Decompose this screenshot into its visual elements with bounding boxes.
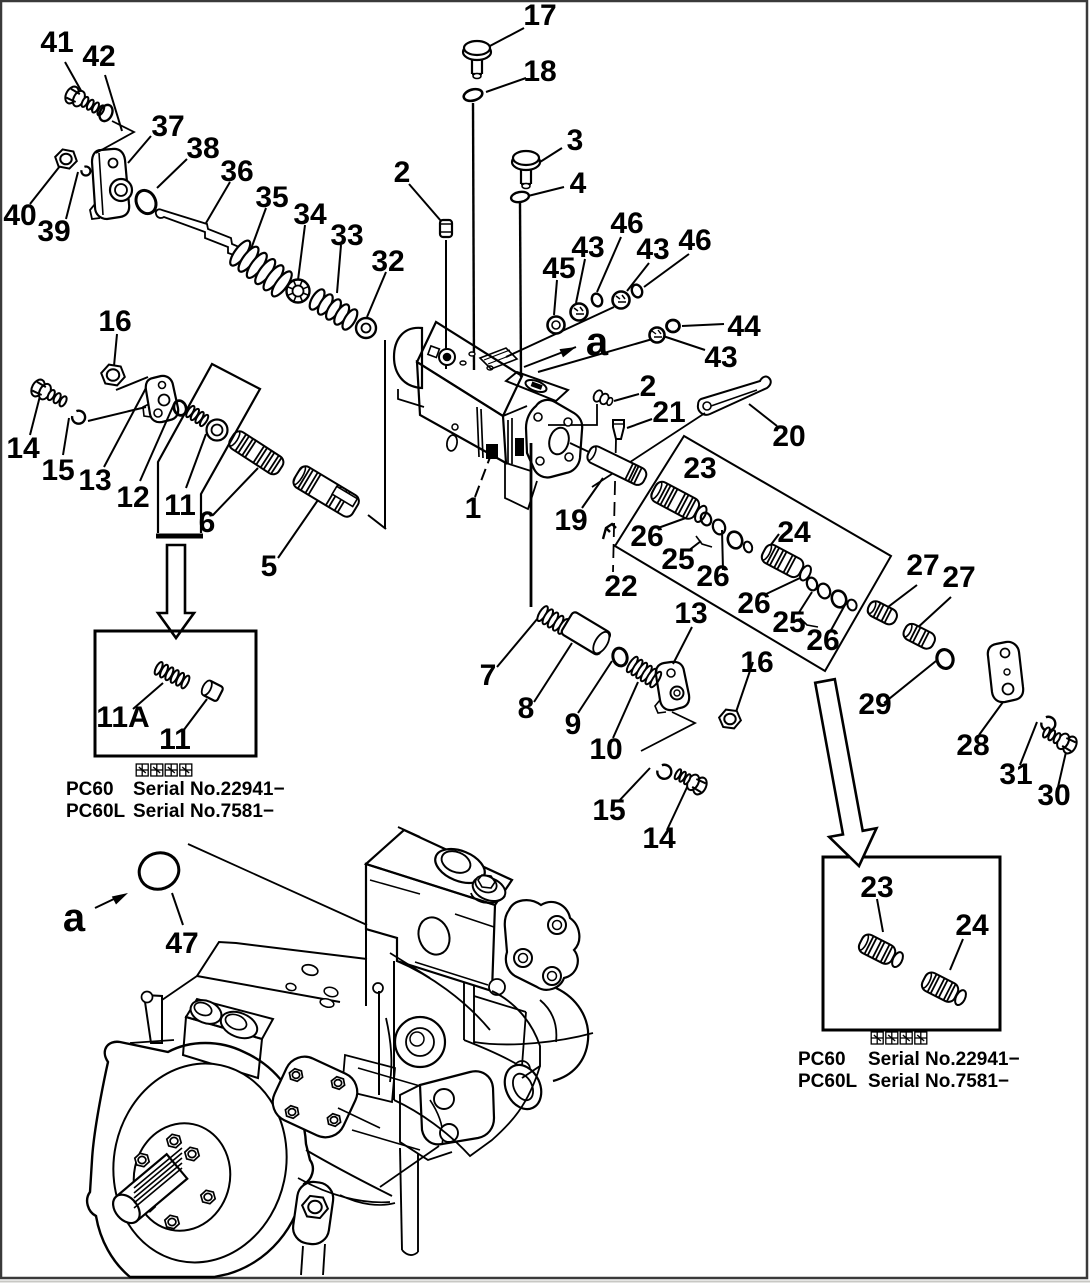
svg-text:15: 15 — [41, 454, 74, 487]
svg-text:25: 25 — [661, 543, 694, 576]
svg-text:19: 19 — [554, 504, 587, 537]
svg-text:26: 26 — [696, 560, 729, 593]
svg-text:13: 13 — [674, 597, 707, 630]
svg-text:11: 11 — [164, 489, 196, 522]
svg-text:Serial No.22941−: Serial No.22941− — [868, 1049, 1020, 1070]
svg-text:35: 35 — [255, 181, 288, 214]
svg-text:4: 4 — [570, 167, 587, 200]
svg-text:23: 23 — [683, 452, 716, 485]
svg-text:31: 31 — [999, 758, 1032, 791]
svg-text:PC60L: PC60L — [66, 801, 126, 822]
svg-text:26: 26 — [630, 520, 663, 553]
svg-text:16: 16 — [98, 305, 131, 338]
svg-text:47: 47 — [165, 927, 198, 960]
svg-text:PC60: PC60 — [798, 1049, 846, 1070]
svg-text:39: 39 — [37, 215, 70, 248]
svg-text:Serial No.7581−: Serial No.7581− — [868, 1071, 1009, 1092]
svg-text:28: 28 — [956, 729, 989, 762]
svg-text:Serial No.7581−: Serial No.7581− — [133, 801, 274, 822]
svg-text:14: 14 — [6, 432, 40, 465]
svg-text:22: 22 — [604, 570, 637, 603]
svg-text:42: 42 — [82, 40, 115, 73]
svg-text:44: 44 — [727, 310, 761, 343]
svg-text:23: 23 — [860, 871, 893, 904]
svg-text:2: 2 — [394, 156, 411, 189]
svg-text:46: 46 — [610, 207, 643, 240]
svg-text:27: 27 — [942, 561, 975, 594]
svg-text:5: 5 — [261, 550, 278, 583]
svg-text:36: 36 — [220, 155, 253, 188]
svg-text:PC60L: PC60L — [798, 1071, 858, 1092]
svg-text:PC60: PC60 — [66, 779, 114, 800]
svg-text:13: 13 — [78, 464, 111, 497]
svg-text:7: 7 — [480, 659, 497, 692]
svg-text:8: 8 — [518, 692, 535, 725]
svg-text:30: 30 — [1037, 779, 1070, 812]
svg-text:26: 26 — [737, 587, 770, 620]
svg-text:3: 3 — [567, 124, 584, 157]
svg-text:32: 32 — [371, 245, 404, 278]
svg-text:27: 27 — [906, 549, 939, 582]
svg-text:43: 43 — [636, 233, 669, 266]
svg-text:29: 29 — [858, 688, 891, 721]
svg-text:24: 24 — [955, 909, 989, 942]
svg-text:40: 40 — [3, 199, 36, 232]
svg-text:43: 43 — [704, 341, 737, 374]
svg-text:34: 34 — [293, 198, 327, 231]
svg-text:17: 17 — [523, 0, 556, 32]
svg-text:a: a — [63, 896, 86, 940]
svg-text:46: 46 — [678, 224, 711, 257]
svg-text:9: 9 — [565, 708, 582, 741]
svg-text:12: 12 — [116, 481, 149, 514]
svg-text:38: 38 — [186, 132, 219, 165]
svg-text:45: 45 — [542, 252, 575, 285]
svg-text:41: 41 — [40, 26, 73, 59]
svg-text:21: 21 — [652, 396, 685, 429]
svg-text:6: 6 — [199, 506, 216, 539]
svg-text:33: 33 — [330, 219, 363, 252]
svg-text:26: 26 — [806, 624, 839, 657]
svg-text:24: 24 — [777, 516, 811, 549]
svg-text:14: 14 — [642, 822, 676, 855]
svg-text:18: 18 — [523, 55, 556, 88]
svg-text:20: 20 — [772, 420, 805, 453]
svg-text:37: 37 — [151, 110, 184, 143]
svg-text:1: 1 — [465, 492, 482, 525]
svg-text:43: 43 — [571, 231, 604, 264]
svg-text:Serial No.22941−: Serial No.22941− — [133, 779, 285, 800]
svg-text:10: 10 — [589, 733, 622, 766]
svg-text:16: 16 — [740, 646, 773, 679]
svg-text:11A: 11A — [96, 701, 149, 734]
svg-text:2: 2 — [640, 370, 657, 403]
